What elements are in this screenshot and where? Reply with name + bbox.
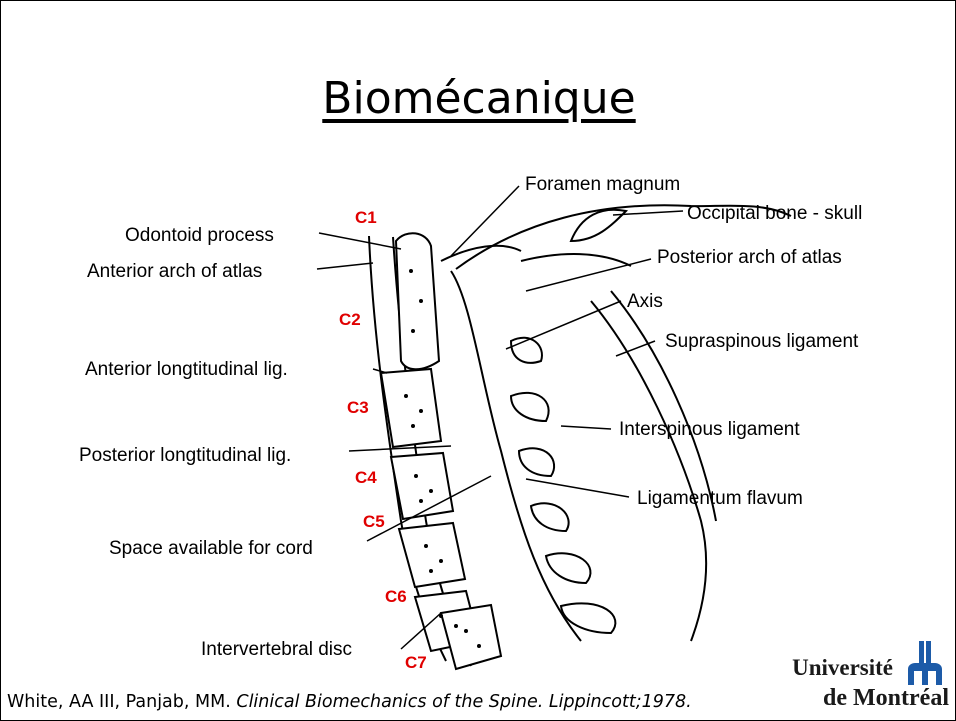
vertebra-label-c4: C4 xyxy=(355,468,377,487)
label-ligamentum-flavum: Ligamentum flavum xyxy=(637,488,803,509)
label-posterior-arch-atlas: Posterior arch of atlas xyxy=(657,247,842,268)
label-anterior-arch-atlas: Anterior arch of atlas xyxy=(87,261,262,282)
vertebra-label-c6: C6 xyxy=(385,587,407,606)
anatomy-labels: Foramen magnum Occipital bone - skull Od… xyxy=(79,174,862,660)
vertebra-label-c1: C1 xyxy=(355,208,377,227)
label-posterior-long-lig: Posterior longtitudinal lig. xyxy=(79,445,291,466)
vertebra-label-c5: C5 xyxy=(363,512,385,531)
citation-work: Clinical Biomechanics of the Spine. Lipp… xyxy=(236,692,691,712)
label-intervertebral-disc: Intervertebral disc xyxy=(201,639,352,660)
label-supraspinous: Supraspinous ligament xyxy=(665,331,859,352)
label-occipital-bone: Occipital bone - skull xyxy=(687,203,862,224)
vertebra-label-c2: C2 xyxy=(339,310,361,329)
label-space-cord: Space available for cord xyxy=(109,538,313,559)
label-anterior-long-lig: Anterior longtitudinal lig. xyxy=(85,359,288,380)
vertebra-label-c7: C7 xyxy=(405,653,427,672)
label-interspinous: Interspinous ligament xyxy=(619,419,800,440)
leader-lines xyxy=(317,186,683,649)
university-logo: Université de Montréal xyxy=(779,637,949,717)
logo-line-2: de Montréal xyxy=(823,685,949,712)
label-odontoid-process: Odontoid process xyxy=(125,225,274,246)
citation-authors: White, AA III, Panjab, MM. xyxy=(7,692,236,712)
label-foramen-magnum: Foramen magnum xyxy=(525,174,680,195)
label-axis: Axis xyxy=(627,291,663,312)
logo-line-1: Université xyxy=(792,655,893,681)
udem-logo-icon xyxy=(905,641,945,685)
citation: White, AA III, Panjab, MM. Clinical Biom… xyxy=(7,692,692,712)
vertebra-label-c3: C3 xyxy=(347,398,369,417)
